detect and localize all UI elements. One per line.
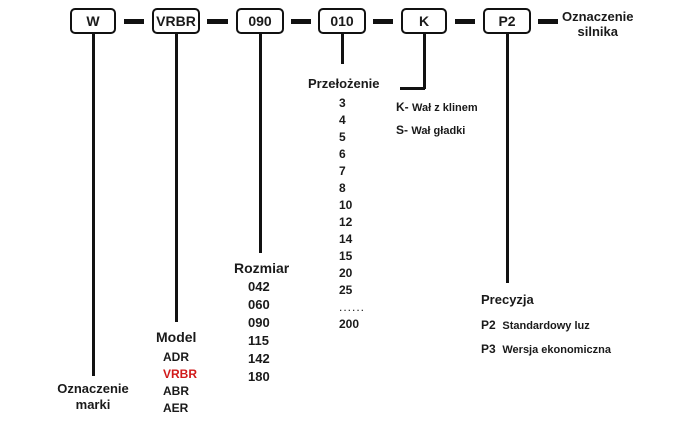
przelozenie-option: 7 (339, 164, 346, 178)
wal-option-desc: Wał z klinem (412, 102, 478, 114)
model-option: AER (163, 401, 189, 415)
przelozenie-option: 200 (339, 317, 360, 331)
model-option: ABR (163, 384, 189, 398)
precyzja-option-desc: Wersja ekonomiczna (502, 344, 611, 356)
przelozenie-options: 3 4 5 6 7 8 10 12 14 15 20 25 ...... 200 (339, 95, 365, 333)
separator-dash (538, 19, 558, 24)
rozmiar-title: Rozmiar (234, 260, 290, 276)
przelozenie-option: 12 (339, 215, 353, 229)
przelozenie-title: Przełożenie (308, 76, 380, 91)
separator-dash (455, 19, 475, 24)
model-option-selected: VRBR (163, 367, 198, 381)
przelozenie-option: 25 (339, 283, 353, 297)
code-precyzja: P2 (498, 13, 516, 29)
wal-option: K- Wał z klinem (396, 96, 478, 119)
marka-label-line1: Oznaczenie (57, 381, 129, 396)
wal-option: S- Wał gładki (396, 119, 478, 142)
connector-precyzja (506, 34, 509, 283)
precyzja-options: P2 Standardowy luz P3 Wersja ekonomiczna (481, 314, 611, 362)
rozmiar-option: 180 (248, 369, 270, 384)
przelozenie-option: 20 (339, 266, 353, 280)
code-rozmiar: 090 (248, 13, 272, 29)
connector-model (175, 34, 178, 322)
rozmiar-option: 042 (248, 279, 270, 294)
precyzja-option-code: P3 (481, 342, 496, 356)
precyzja-option: P3 Wersja ekonomiczna (481, 338, 611, 362)
code-box-model: VRBR (152, 8, 200, 34)
przelozenie-option: 15 (339, 249, 353, 263)
rozmiar-option: 115 (248, 333, 269, 348)
wal-option-desc: Wał gładki (411, 125, 466, 137)
code-box-precyzja: P2 (483, 8, 531, 34)
connector-rozmiar (259, 34, 262, 253)
precyzja-option-desc: Standardowy luz (502, 320, 590, 332)
engine-label: Oznaczenie silnika (562, 9, 634, 39)
precyzja-title: Precyzja (481, 292, 534, 307)
rozmiar-option: 060 (248, 297, 270, 312)
separator-dash (124, 19, 144, 24)
przelozenie-option: 4 (339, 113, 346, 127)
connector-wal-branch (400, 87, 425, 90)
precyzja-option-code: P2 (481, 318, 496, 332)
wal-option-code: S- (396, 123, 408, 137)
engine-label-line2: silnika (577, 24, 618, 39)
przelozenie-option: 6 (339, 147, 346, 161)
model-options: ADR VRBR ABR AER (163, 349, 197, 417)
code-box-marka: W (70, 8, 116, 34)
code-box-przelozenie: 010 (318, 8, 366, 34)
rozmiar-option: 142 (248, 351, 270, 366)
model-title: Model (156, 329, 197, 345)
separator-dash (291, 19, 311, 24)
code-marka: W (86, 13, 100, 29)
przelozenie-option: 5 (339, 130, 346, 144)
przelozenie-option: 8 (339, 181, 346, 195)
connector-przelozenie (341, 34, 344, 64)
model-option: ADR (163, 350, 189, 364)
connector-marka (92, 34, 95, 376)
code-box-rozmiar: 090 (236, 8, 284, 34)
wal-options: K- Wał z klinem S- Wał gładki (396, 96, 478, 142)
wal-option-code: K- (396, 100, 409, 114)
przelozenie-option: 10 (339, 198, 353, 212)
marka-label-line2: marki (75, 397, 111, 412)
connector-wal (423, 34, 426, 89)
przelozenie-option: ...... (339, 300, 366, 314)
marka-label: Oznaczenie marki (57, 381, 129, 413)
separator-dash (207, 19, 228, 24)
przelozenie-option: 14 (339, 232, 353, 246)
code-box-wal: K (401, 8, 447, 34)
rozmiar-options: 042 060 090 115 142 180 (248, 278, 270, 386)
code-przelozenie: 010 (330, 13, 354, 29)
przelozenie-option: 3 (339, 96, 346, 110)
rozmiar-option: 090 (248, 315, 270, 330)
code-wal: K (418, 13, 430, 29)
precyzja-option: P2 Standardowy luz (481, 314, 611, 338)
engine-label-line1: Oznaczenie (562, 9, 634, 24)
code-model: VRBR (156, 13, 196, 29)
separator-dash (373, 19, 393, 24)
